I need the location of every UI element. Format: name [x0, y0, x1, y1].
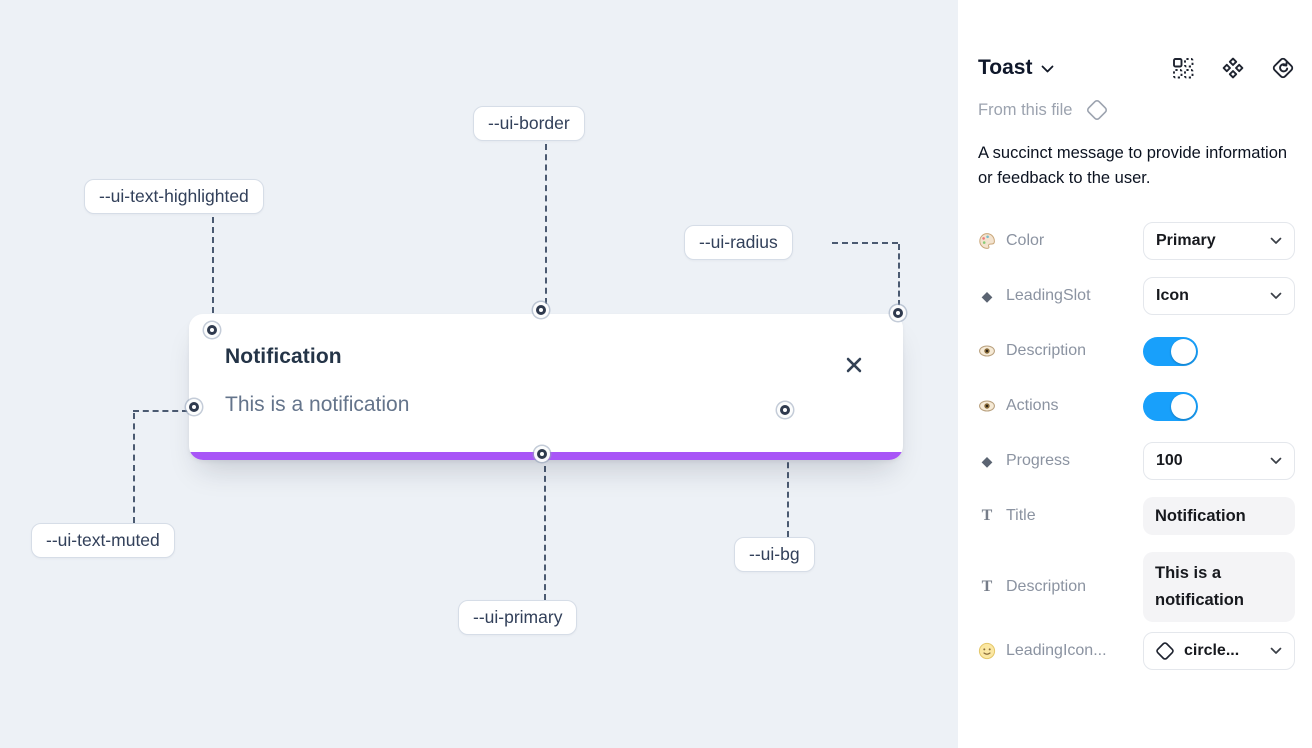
chevron-down-icon [1270, 237, 1282, 244]
connector-line-text-muted-v [133, 413, 135, 523]
prop-label-text: Description [1006, 578, 1087, 595]
connector-line-radius-h [832, 242, 898, 244]
prop-row-description-toggle: Description [978, 332, 1295, 370]
text-icon: T [981, 578, 993, 595]
variants-icon[interactable] [1221, 56, 1245, 80]
prop-label-text: LeadingSlot [1006, 287, 1091, 304]
anchor-border[interactable] [536, 305, 546, 315]
source-label: From this file [978, 100, 1073, 119]
anchor-bg[interactable] [780, 405, 790, 415]
property-list: Color Primary ◆ LeadingSlot Icon [978, 222, 1295, 670]
token-label-ui-text-highlighted[interactable]: --ui-text-highlighted [84, 179, 264, 214]
eye-icon [978, 397, 996, 415]
anchor-text-highlighted[interactable] [207, 325, 217, 335]
palette-icon [978, 232, 996, 250]
leadingslot-select[interactable]: Icon [1143, 277, 1295, 315]
leadingslot-select-value: Icon [1156, 287, 1189, 304]
anchor-text-muted[interactable] [189, 402, 199, 412]
prop-row-progress: ◆ Progress 100 [978, 442, 1295, 480]
source-row: From this file [978, 97, 1295, 123]
component-description: A succinct message to provide informatio… [978, 144, 1288, 187]
token-label-ui-radius[interactable]: --ui-radius [684, 225, 793, 260]
prop-label-progress: ◆ Progress [978, 452, 1070, 470]
eye-icon [978, 342, 996, 360]
prop-label-color: Color [978, 232, 1044, 250]
properties-panel: Toast [958, 0, 1312, 748]
connector-line-border [545, 144, 547, 304]
token-label-ui-primary[interactable]: --ui-primary [458, 600, 578, 635]
prop-label-text: Title [1006, 507, 1036, 524]
progress-select-value: 100 [1156, 452, 1183, 469]
connector-line-text-muted-h [133, 410, 188, 412]
component-diamond-icon [1087, 99, 1108, 121]
diamond-undo-icon[interactable] [1271, 56, 1295, 80]
title-input[interactable]: Notification [1143, 497, 1295, 535]
color-select[interactable]: Primary [1143, 222, 1295, 260]
prop-label-text: Progress [1006, 452, 1071, 469]
description-toggle[interactable] [1143, 336, 1198, 366]
panel-title[interactable]: Toast [978, 56, 1033, 79]
progress-select[interactable]: 100 [1143, 442, 1295, 480]
prop-row-leadingslot: ◆ LeadingSlot Icon [978, 277, 1295, 315]
connector-line-text-highlighted [212, 217, 214, 323]
preview-canvas: --ui-border --ui-text-highlighted --ui-r… [0, 0, 958, 748]
actions-toggle[interactable] [1143, 391, 1198, 421]
token-label-ui-bg[interactable]: --ui-bg [734, 537, 815, 572]
panel-toolbar [1171, 56, 1295, 80]
close-icon[interactable] [843, 354, 865, 376]
color-select-value: Primary [1156, 232, 1216, 249]
anchor-primary[interactable] [537, 449, 547, 459]
prop-label-text: Actions [1006, 397, 1059, 414]
component-diamond-icon [1156, 642, 1174, 660]
instance-swap-icon[interactable] [1171, 56, 1195, 80]
prop-label-actions: Actions [978, 397, 1058, 415]
toast-title: Notification [225, 345, 342, 368]
prop-row-actions-toggle: Actions [978, 387, 1295, 425]
prop-label-text: Color [1006, 232, 1045, 249]
chevron-down-icon [1270, 647, 1282, 654]
toggle-knob [1171, 338, 1196, 364]
description-input[interactable]: This is a notification [1143, 552, 1295, 622]
connector-line-primary [544, 466, 546, 600]
prop-label-leadingicon: LeadingIcon... [978, 642, 1107, 660]
prop-row-color: Color Primary [978, 222, 1295, 260]
prop-label-description: Description [978, 342, 1086, 360]
token-label-ui-text-muted[interactable]: --ui-text-muted [31, 523, 175, 558]
prop-label-leadingslot: ◆ LeadingSlot [978, 287, 1091, 305]
prop-row-title: T Title Notification [978, 497, 1295, 535]
panel-header: Toast [978, 56, 1295, 80]
smiley-icon [978, 642, 996, 660]
connector-line-radius-v [898, 244, 900, 306]
anchor-radius[interactable] [893, 308, 903, 318]
prop-row-description-text: T Description This is a notification [978, 552, 1295, 622]
prop-label-text: LeadingIcon... [1006, 642, 1107, 659]
prop-label-description-text: T Description [978, 578, 1086, 596]
diamond-icon: ◆ [981, 287, 993, 304]
toast-description: This is a notification [225, 393, 410, 416]
chevron-down-icon[interactable] [1041, 65, 1054, 74]
prop-row-leadingicon: LeadingIcon... circle... [978, 632, 1295, 670]
chevron-down-icon [1270, 292, 1282, 299]
chevron-down-icon [1270, 457, 1282, 464]
toggle-knob [1171, 393, 1196, 419]
prop-label-text: Description [1006, 342, 1087, 359]
token-label-ui-border[interactable]: --ui-border [473, 106, 585, 141]
connector-line-bg [787, 423, 789, 537]
leadingicon-select-value: circle... [1184, 642, 1240, 659]
toast-component: Notification This is a notification [189, 314, 903, 460]
diamond-icon: ◆ [981, 452, 993, 469]
prop-label-title: T Title [978, 507, 1036, 525]
text-icon: T [981, 507, 993, 524]
leadingicon-select[interactable]: circle... [1143, 632, 1295, 670]
